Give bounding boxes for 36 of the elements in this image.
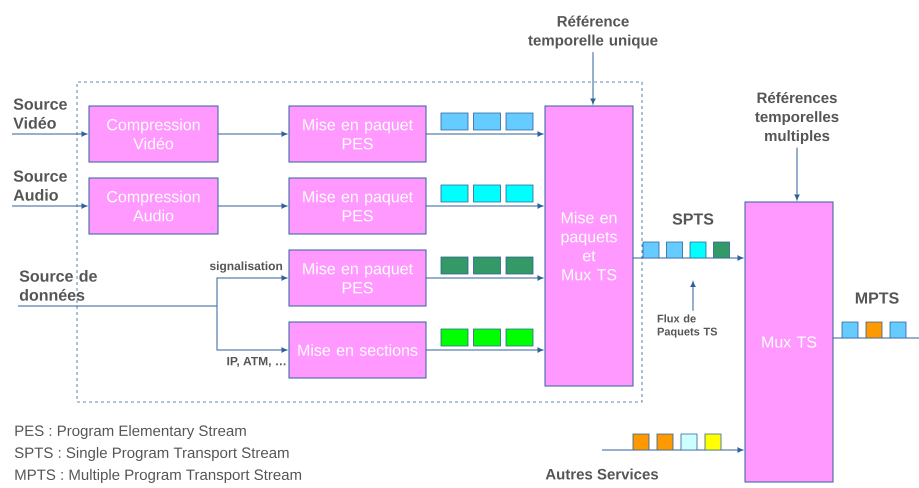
arrow: [426, 131, 544, 137]
process-box: Mise en paquet PES: [288, 178, 426, 234]
process-box: Compression Audio: [88, 178, 218, 234]
process-box: Mise en paquet PES: [288, 250, 426, 306]
arrow: [426, 275, 544, 281]
reference-label: Référence temporelle unique: [528, 15, 658, 49]
process-box: Mux TS: [744, 202, 834, 482]
process-box: Mise en paquets et Mux TS: [544, 106, 634, 386]
arrow: [794, 147, 800, 200]
services-label: Autres Services: [546, 468, 658, 480]
arrow: [426, 203, 544, 209]
source-label: Source Audio: [14, 170, 67, 201]
edge-label: IP, ATM, …: [227, 356, 286, 368]
edge-label: SPTS: [672, 213, 714, 225]
source-label: Source de données: [20, 270, 97, 301]
arrow: [12, 131, 88, 137]
arrow: [602, 447, 744, 453]
arrow: [590, 52, 596, 104]
process-box: Mise en paquet PES: [288, 106, 426, 162]
arrow: [218, 203, 288, 209]
arrow: [12, 203, 88, 209]
process-box: Mise en sections: [288, 322, 426, 378]
process-box: Compression Vidéo: [88, 106, 218, 162]
arrow: [18, 306, 288, 353]
abbreviation-note: MPTS : Multiple Program Transport Stream: [15, 469, 302, 483]
arrow: [633, 255, 744, 261]
source-label: Source Vidéo: [13, 98, 67, 129]
edge-label: signalisation: [210, 261, 282, 273]
abbreviation-note: PES : Program Elementary Stream: [15, 425, 246, 439]
arrow: [218, 131, 288, 137]
reference-label: Références temporelles multiples: [755, 92, 838, 144]
arrow: [426, 347, 544, 353]
abbreviation-note: SPTS : Single Program Transport Stream: [14, 447, 289, 461]
stream-label: Flux de Paquets TS: [658, 314, 718, 338]
edge-label: MPTS: [856, 292, 899, 304]
arrow: [690, 281, 696, 312]
